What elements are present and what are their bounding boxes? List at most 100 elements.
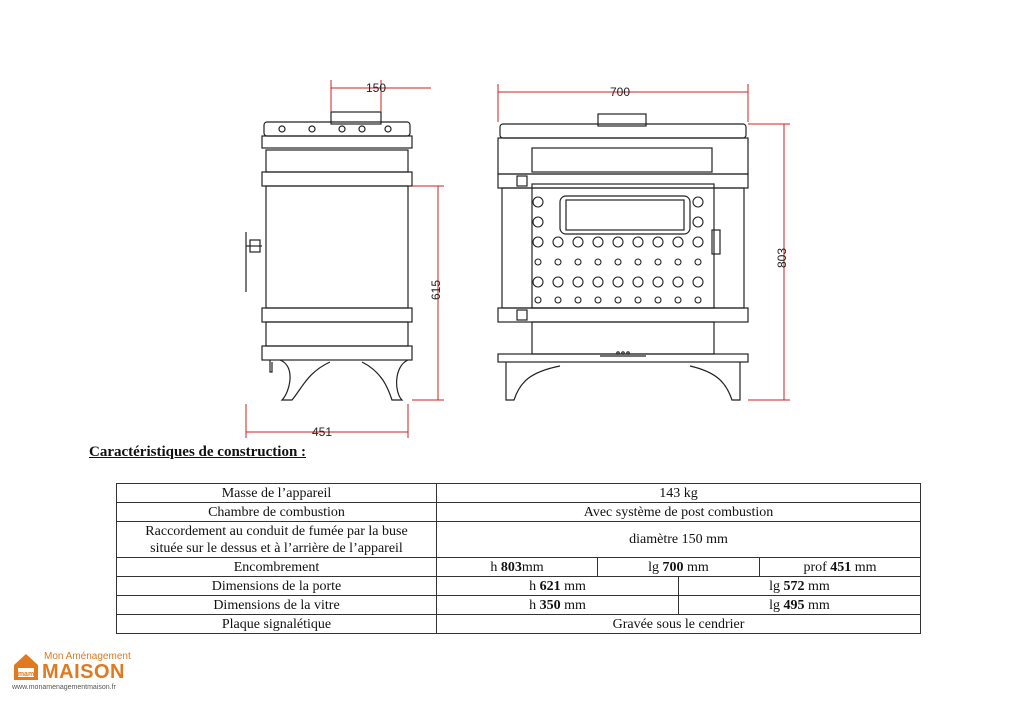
table-row: Masse de l’appareil 143 kg bbox=[116, 483, 921, 503]
unit: mm bbox=[683, 559, 709, 575]
spec-value-depth: prof 451 mm bbox=[759, 557, 921, 577]
vent-hole bbox=[574, 296, 582, 304]
spec-label-line: située sur le dessus et à l’arrière de l… bbox=[150, 540, 403, 556]
vent-hole bbox=[694, 258, 702, 266]
vent-hole bbox=[692, 216, 704, 228]
value: 451 bbox=[830, 559, 852, 575]
prefix: lg bbox=[769, 597, 784, 613]
vent-hole bbox=[612, 276, 624, 288]
vent-hole bbox=[552, 276, 564, 288]
spec-label-line: Raccordement au conduit de fumée par la … bbox=[145, 523, 408, 539]
vent-hole bbox=[652, 276, 664, 288]
unit: mm bbox=[851, 559, 877, 575]
unit: mm bbox=[804, 597, 830, 613]
spec-value-height: h 350 mm bbox=[436, 595, 679, 615]
stove-technical-drawing: 150 700 803 615 451 bbox=[245, 80, 790, 439]
dimension-lines bbox=[245, 80, 790, 438]
house-icon: mam bbox=[14, 654, 38, 680]
vent-hole bbox=[532, 196, 544, 208]
section-heading: Caractéristiques de construction : bbox=[89, 444, 307, 460]
prefix: lg bbox=[769, 578, 784, 594]
vent-hole bbox=[694, 296, 702, 304]
unit: mm bbox=[560, 578, 586, 594]
spec-value-width: lg 700 mm bbox=[597, 557, 760, 577]
vent-hole bbox=[572, 236, 584, 248]
spec-label: Masse de l’appareil bbox=[116, 483, 437, 503]
prefix: prof bbox=[803, 559, 831, 575]
table-row: Chambre de combustion Avec système de po… bbox=[116, 502, 921, 522]
logo-url: www.monamenagementmaison.fr bbox=[12, 684, 116, 691]
vent-hole bbox=[654, 296, 662, 304]
vent-hole bbox=[652, 236, 664, 248]
unit: mm bbox=[560, 597, 586, 613]
spec-value-width: lg 572 mm bbox=[678, 576, 921, 596]
dim-side-top-width: 150 bbox=[366, 81, 386, 95]
vent-hole bbox=[634, 258, 642, 266]
prefix: h bbox=[529, 597, 540, 613]
vent-hole bbox=[532, 216, 544, 228]
spec-value: diamètre 150 mm bbox=[436, 521, 921, 558]
spec-label: Raccordement au conduit de fumée par la … bbox=[116, 521, 437, 558]
unit: mm bbox=[804, 578, 830, 594]
vent-hole bbox=[692, 236, 704, 248]
construction-specs-table: Masse de l’appareil 143 kg Chambre de co… bbox=[116, 483, 921, 634]
vent-hole bbox=[552, 236, 564, 248]
spec-value: Gravée sous le cendrier bbox=[436, 614, 921, 634]
vent-hole bbox=[634, 296, 642, 304]
vent-hole bbox=[594, 258, 602, 266]
vent-hole bbox=[672, 276, 684, 288]
prefix: lg bbox=[648, 559, 663, 575]
front-view bbox=[497, 113, 749, 401]
vent-hole bbox=[592, 276, 604, 288]
logo-tagline: Mon Aménagement bbox=[44, 651, 131, 662]
logo-wordmark: MAISON bbox=[42, 661, 125, 683]
prefix: h bbox=[490, 559, 501, 575]
value: 803 bbox=[500, 559, 522, 575]
vent-hole bbox=[654, 258, 662, 266]
svg-text:mam: mam bbox=[18, 671, 34, 678]
vent-hole bbox=[612, 236, 624, 248]
dim-total-height: 803 bbox=[775, 248, 789, 268]
vent-hole bbox=[632, 236, 644, 248]
vent-hole bbox=[594, 296, 602, 304]
vent-hole bbox=[692, 276, 704, 288]
side-view bbox=[245, 111, 413, 401]
prefix: h bbox=[529, 578, 540, 594]
spec-label: Encombrement bbox=[116, 557, 437, 577]
table-row: Dimensions de la porte h 621 mm lg 572 m… bbox=[116, 576, 921, 596]
table-row: Encombrement h 803mm lg 700 mm prof 451 … bbox=[116, 557, 921, 577]
vent-hole bbox=[592, 236, 604, 248]
brand-logo[interactable]: mam Mon Aménagement MAISON www.monamenag… bbox=[12, 650, 142, 696]
vent-hole bbox=[554, 258, 562, 266]
vent-hole bbox=[674, 258, 682, 266]
table-row: Raccordement au conduit de fumée par la … bbox=[116, 521, 921, 558]
vent-hole bbox=[554, 296, 562, 304]
vent-hole bbox=[692, 196, 704, 208]
spec-label: Plaque signalétique bbox=[116, 614, 437, 634]
spec-value: Avec système de post combustion bbox=[436, 502, 921, 522]
vent-hole bbox=[574, 258, 582, 266]
spec-value-width: lg 495 mm bbox=[678, 595, 921, 615]
vent-hole bbox=[532, 276, 544, 288]
unit: mm bbox=[521, 559, 544, 575]
value: 572 bbox=[783, 578, 805, 594]
vent-hole bbox=[532, 236, 544, 248]
front-door-vents bbox=[532, 196, 704, 304]
vent-hole bbox=[614, 258, 622, 266]
spec-label: Dimensions de la vitre bbox=[116, 595, 437, 615]
vent-hole bbox=[534, 296, 542, 304]
vent-hole bbox=[572, 276, 584, 288]
table-row: Dimensions de la vitre h 350 mm lg 495 m… bbox=[116, 595, 921, 615]
value: 350 bbox=[539, 597, 561, 613]
dim-side-height: 615 bbox=[429, 280, 443, 300]
table-row: Plaque signalétique Gravée sous le cendr… bbox=[116, 614, 921, 634]
value: 495 bbox=[783, 597, 805, 613]
spec-value-height: h 621 mm bbox=[436, 576, 679, 596]
value: 621 bbox=[539, 578, 561, 594]
spec-label: Chambre de combustion bbox=[116, 502, 437, 522]
dim-front-width: 700 bbox=[610, 85, 630, 99]
vent-hole bbox=[614, 296, 622, 304]
vent-hole bbox=[632, 276, 644, 288]
vent-hole bbox=[672, 236, 684, 248]
dim-depth: 451 bbox=[312, 425, 332, 439]
